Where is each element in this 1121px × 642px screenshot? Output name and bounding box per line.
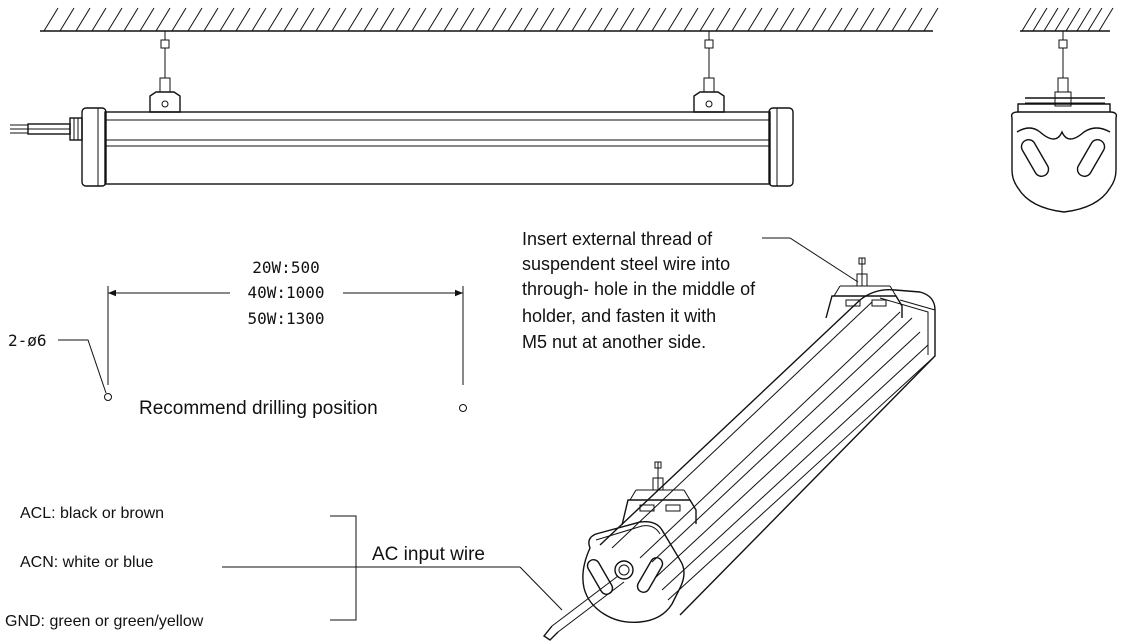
dimension-50w: 50W:1300 bbox=[247, 309, 324, 328]
wire-acl: ACL: black or brown bbox=[20, 505, 164, 522]
dimension-labels: 20W:500 40W:1000 50W:1300 bbox=[247, 258, 324, 328]
dimension-line bbox=[107, 286, 464, 385]
fixture-front-view bbox=[10, 107, 794, 187]
instruction-line-2: suspendent steel wire into bbox=[522, 254, 730, 274]
ceiling-front bbox=[40, 7, 939, 32]
wire-gnd: GND: green or green/yellow bbox=[5, 613, 204, 630]
instruction-leader-line bbox=[762, 237, 859, 283]
drill-hole-left bbox=[104, 393, 112, 401]
instruction-line-3: through- hole in the middle of bbox=[522, 279, 756, 299]
suspension-wire-left bbox=[149, 31, 181, 113]
instruction-text: Insert external thread of suspendent ste… bbox=[522, 229, 756, 352]
drill-holes bbox=[58, 339, 467, 412]
drilling-position-label: Recommend drilling position bbox=[139, 398, 378, 419]
instruction-line-1: Insert external thread of bbox=[522, 229, 713, 249]
instruction-line-4: holder, and fasten it with bbox=[522, 306, 716, 326]
dimension-20w: 20W:500 bbox=[252, 258, 319, 277]
wire-legend: ACL: black or brown ACN: white or blue G… bbox=[5, 505, 563, 630]
wire-acn: ACN: white or blue bbox=[20, 554, 153, 571]
drill-hole-right bbox=[459, 404, 467, 412]
ac-input-label: AC input wire bbox=[372, 544, 485, 565]
holes-label: 2-ø6 bbox=[8, 331, 47, 350]
instruction-line-5: M5 nut at another side. bbox=[522, 332, 706, 352]
suspension-wire-right bbox=[693, 31, 725, 113]
dimension-40w: 40W:1000 bbox=[247, 283, 324, 302]
fixture-isometric-view bbox=[542, 257, 936, 641]
fixture-side-view bbox=[1010, 7, 1118, 213]
